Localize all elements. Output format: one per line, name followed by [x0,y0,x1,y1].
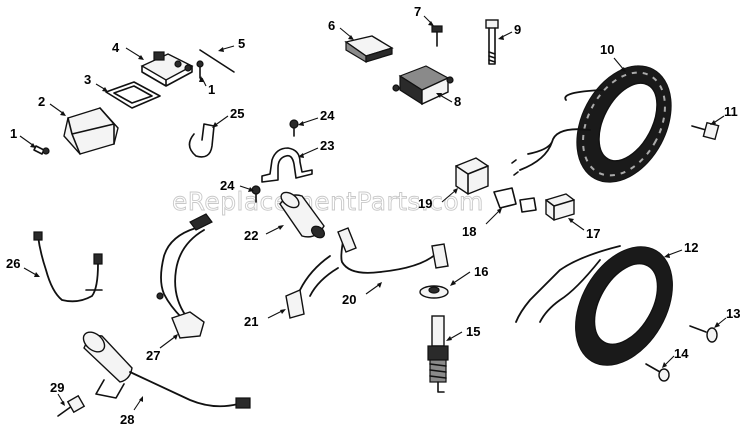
callout-number: 21 [244,314,258,329]
callout-number: 17 [586,226,600,241]
callout-number: 19 [418,196,432,211]
part-26-wire-lead [33,231,103,303]
callout-number: 10 [600,42,614,57]
callout-16: 16 [450,264,488,286]
part-2-cover [63,107,119,155]
callout-number: 13 [726,306,740,321]
part-17-connector [545,193,575,221]
callout-number: 9 [514,22,521,37]
callout-number: 15 [466,324,480,339]
callout-number: 4 [112,40,120,55]
part-28-condenser [82,331,251,409]
callout-27: 27 [146,334,178,363]
callout-19: 19 [418,188,458,211]
callout-number: 27 [146,348,160,363]
part-12-stator-lower [515,245,673,366]
callout-number: 16 [474,264,488,279]
callout-9: 9 [498,22,521,40]
callout-26: 26 [6,256,40,277]
callout-5: 5 [218,36,245,52]
part-27-harness [156,213,213,339]
callout-number: 24 [320,108,335,123]
callout-number: 25 [230,106,244,121]
callout-number: 24 [220,178,235,193]
part-13-bolt [689,325,718,343]
callout-number: 23 [320,138,334,153]
callout-15: 15 [446,324,480,341]
callout-29: 29 [50,380,65,406]
callout-17: 17 [568,218,600,241]
callout-number: 14 [674,346,689,361]
callout-number: 20 [342,292,356,307]
callout-3: 3 [84,72,108,92]
callout-10: 10 [600,42,626,72]
part-6-module [344,35,394,64]
part-29-bolt [57,394,86,417]
callout-7: 7 [414,4,434,26]
part-18-terminals [493,187,537,213]
callout-number: 5 [238,36,245,51]
callout-24-top: 24 [298,108,335,126]
part-1-screw-left [33,145,50,155]
callout-28: 28 [120,396,143,427]
part-3-gasket [105,81,161,109]
part-16-washer [419,285,449,299]
callout-13: 13 [714,306,740,328]
callout-1-right: 1 [199,76,215,97]
part-25-clip [188,123,215,158]
callout-11: 11 [710,104,738,125]
callout-25: 25 [212,106,244,128]
part-5-rod [199,49,235,73]
callout-number: 28 [120,412,134,427]
callout-14: 14 [662,346,689,368]
callout-6: 6 [328,18,354,40]
callout-number: 22 [244,228,258,243]
callout-number: 3 [84,72,91,87]
callout-number: 6 [328,18,335,33]
part-22-ignition-coil [279,191,326,239]
part-1-screw-right [196,60,204,79]
callout-21: 21 [244,309,286,329]
callout-12: 12 [664,240,698,258]
callout-number: 29 [50,380,64,395]
callout-number: 12 [684,240,698,255]
part-20-21-high-tension-leads [285,227,449,319]
callout-number: 1 [10,126,17,141]
part-15-spark-plug [427,315,449,393]
watermark: eReplacementParts.com [172,187,484,216]
part-24-screw-top [289,119,299,137]
callout-number: 7 [414,4,421,19]
callout-20: 20 [342,282,382,307]
part-9-bolt [485,19,499,65]
callout-23: 23 [298,138,334,158]
callout-number: 18 [462,224,476,239]
callout-18: 18 [462,208,502,239]
callout-number: 1 [208,82,215,97]
part-8-rectifier [392,65,454,106]
callout-1-left: 1 [10,126,36,148]
callout-24-lower: 24 [220,178,254,193]
callout-22: 22 [244,225,284,243]
callout-4: 4 [112,40,144,60]
part-10-stator [511,65,672,183]
callout-8: 8 [436,93,461,109]
part-14-bolt [645,363,670,382]
callout-number: 2 [38,94,45,109]
callout-number: 11 [724,104,738,119]
part-19-relay [455,157,489,195]
callout-number: 26 [6,256,20,271]
part-23-bracket [261,147,313,183]
part-11-bolt [691,121,720,141]
part-4-terminal-block [140,51,194,87]
callout-number: 8 [454,94,461,109]
part-7-screw [431,25,443,47]
callout-2: 2 [38,94,66,116]
